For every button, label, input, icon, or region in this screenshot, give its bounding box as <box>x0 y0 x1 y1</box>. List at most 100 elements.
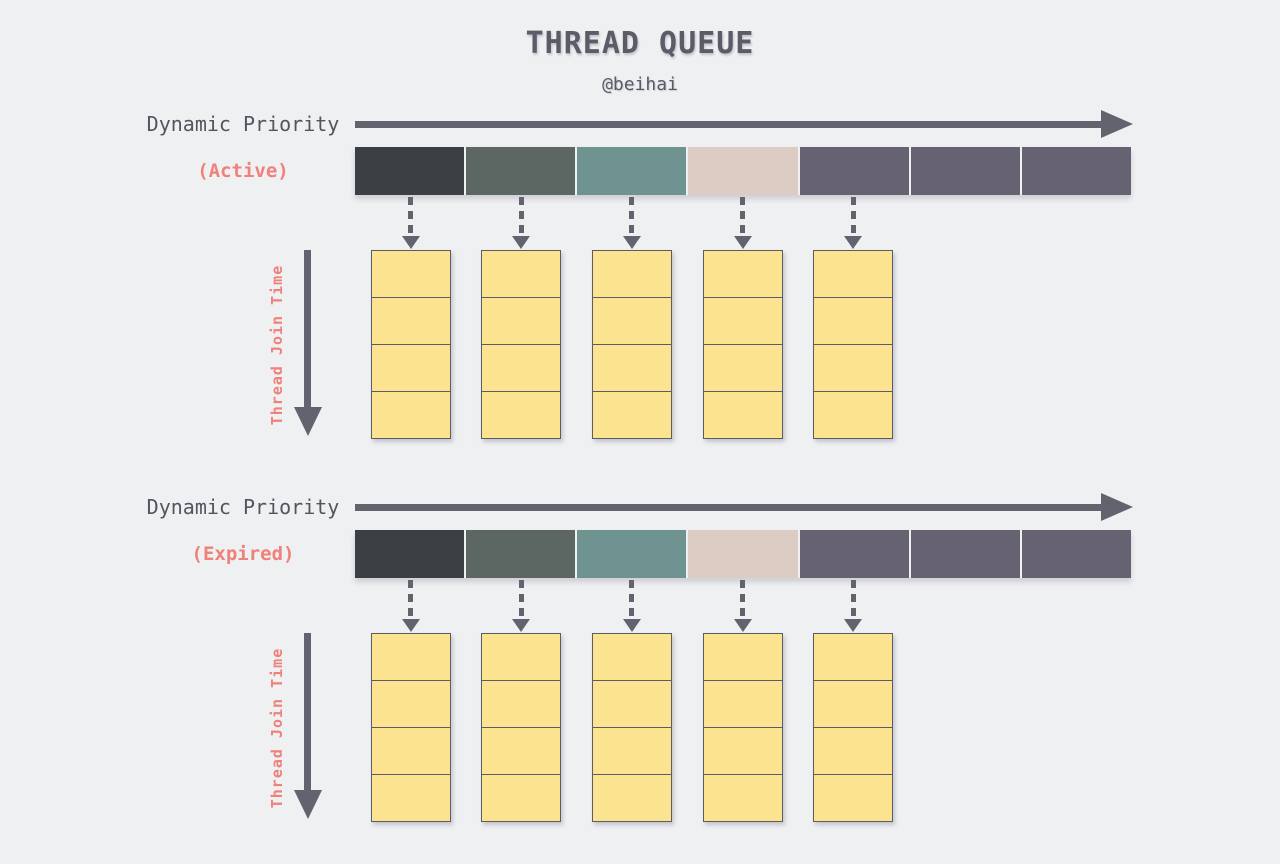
priority-segment <box>466 147 576 195</box>
priority-segment <box>910 530 1020 578</box>
queue-cell <box>482 251 561 298</box>
queue-cell <box>482 681 561 728</box>
queue-cell <box>814 728 893 775</box>
thread-queue-column <box>481 633 562 822</box>
queue-cell <box>814 298 893 345</box>
mapping-dashed-arrow <box>408 197 413 239</box>
queue-cell <box>592 681 671 728</box>
queue-cell <box>704 775 782 821</box>
mapping-arrow-head-icon <box>401 619 420 632</box>
time-arrow-shaft <box>304 250 311 408</box>
mapping-arrow-head-icon <box>622 619 641 632</box>
time-arrow-head-icon <box>294 407 322 436</box>
queue-cell <box>592 251 671 298</box>
mapping-dashed-arrow <box>850 580 856 622</box>
thread-queue-column <box>702 250 783 439</box>
priority-segment <box>577 530 687 578</box>
priority-bar <box>355 147 1131 195</box>
section-active: Dynamic Priority (Active) Thread Join Ti… <box>0 100 1280 450</box>
priority-segment <box>355 530 465 578</box>
time-axis-label: Thread Join Time <box>268 647 286 809</box>
page-title: THREAD QUEUE <box>525 26 755 61</box>
mapping-arrow-head-icon <box>844 619 863 632</box>
queue-cell <box>371 345 450 392</box>
queue-cell <box>814 251 893 298</box>
priority-arrow-shaft <box>355 121 1103 128</box>
mapping-dashed-arrow <box>850 197 856 239</box>
queue-cell <box>371 681 450 728</box>
queue-cell <box>814 775 892 821</box>
priority-arrow-shaft <box>355 504 1103 511</box>
queue-cell <box>372 775 450 821</box>
priority-segment <box>799 147 909 195</box>
mapping-arrow-head-icon <box>733 619 752 632</box>
mapping-arrow-head-icon <box>401 236 420 249</box>
mapping-dashed-arrow <box>740 580 746 622</box>
queue-cell <box>371 728 450 775</box>
priority-arrow-head-icon <box>1101 110 1133 138</box>
time-axis-label: Thread Join Time <box>268 264 286 426</box>
thread-queue-column <box>591 250 672 439</box>
queue-cell <box>593 775 671 821</box>
queue-cell <box>371 298 450 345</box>
priority-arrow-head-icon <box>1101 493 1133 521</box>
priority-segment <box>799 530 909 578</box>
queue-cell <box>482 392 560 438</box>
priority-segment <box>688 530 798 578</box>
priority-bar <box>355 530 1131 578</box>
mapping-dashed-arrow <box>629 580 635 622</box>
queue-cell <box>814 392 892 438</box>
mapping-dashed-arrow <box>518 197 524 239</box>
queue-cell <box>814 634 893 681</box>
priority-segment <box>1021 530 1131 578</box>
mapping-arrow-head-icon <box>733 236 752 249</box>
priority-segment <box>1021 147 1131 195</box>
priority-segment <box>688 147 798 195</box>
time-arrow-shaft <box>304 633 311 791</box>
priority-segment <box>466 530 576 578</box>
queue-cell <box>703 298 782 345</box>
queue-cell <box>371 634 450 681</box>
queue-cell <box>592 634 671 681</box>
mapping-arrow-head-icon <box>512 619 531 632</box>
thread-queue-column <box>591 633 672 822</box>
priority-axis-label: Dynamic Priority <box>146 112 340 136</box>
queue-cell <box>704 392 782 438</box>
queue-cell <box>371 251 450 298</box>
time-arrow-head-icon <box>294 790 322 819</box>
thread-queue-column <box>702 633 783 822</box>
queue-cell <box>482 728 561 775</box>
queue-cell <box>703 345 782 392</box>
queue-cell <box>372 392 450 438</box>
queue-cell <box>592 345 671 392</box>
queue-cell <box>703 681 782 728</box>
thread-queue-column <box>813 633 894 822</box>
mapping-arrow-head-icon <box>844 236 863 249</box>
queue-cell <box>814 345 893 392</box>
thread-queue-column <box>370 633 451 822</box>
thread-queue-column <box>481 250 562 439</box>
priority-segment <box>577 147 687 195</box>
queue-cell <box>814 681 893 728</box>
queue-cell <box>482 298 561 345</box>
queue-cell <box>592 298 671 345</box>
queue-cell <box>482 634 561 681</box>
queue-cell <box>482 775 560 821</box>
priority-segment <box>910 147 1020 195</box>
queue-cell <box>593 392 671 438</box>
queue-state-label: (Expired) <box>191 543 295 565</box>
priority-axis-label: Dynamic Priority <box>146 495 340 519</box>
mapping-arrow-head-icon <box>622 236 641 249</box>
queue-cell <box>703 251 782 298</box>
queue-cell <box>703 634 782 681</box>
priority-segment <box>355 147 465 195</box>
mapping-dashed-arrow <box>518 580 524 622</box>
queue-state-label: (Active) <box>197 160 289 182</box>
thread-queue-column <box>370 250 451 439</box>
queue-cell <box>703 728 782 775</box>
queue-cell <box>482 345 561 392</box>
thread-queue-column <box>813 250 894 439</box>
section-expired: Dynamic Priority (Expired) Thread Join T… <box>0 483 1280 833</box>
author-handle: @beihai <box>602 74 678 95</box>
